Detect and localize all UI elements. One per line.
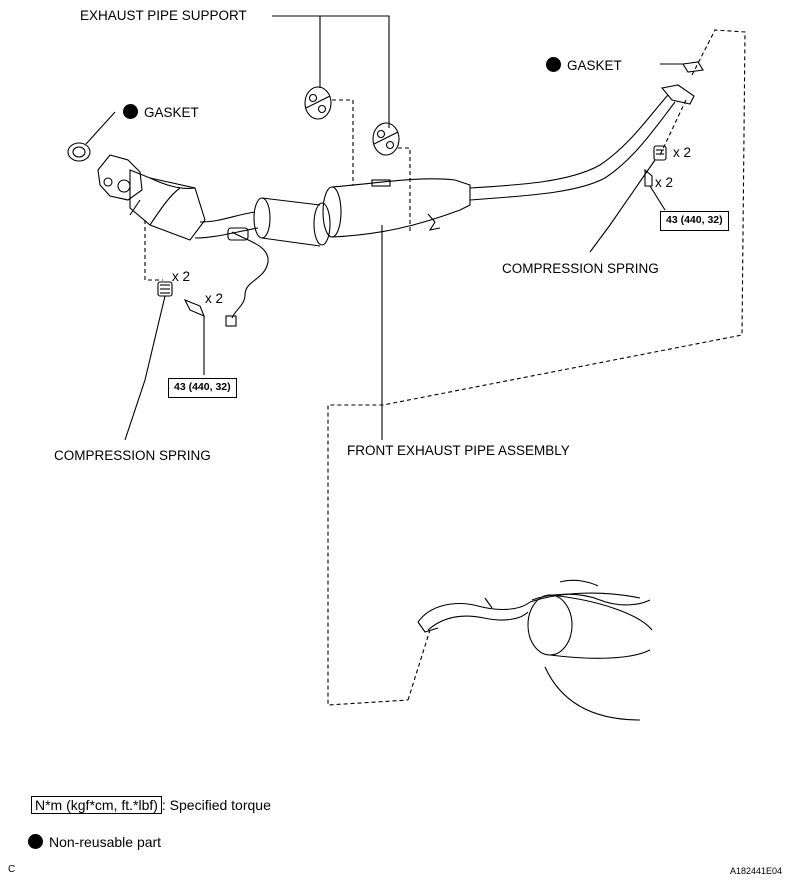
- torque-legend-desc: : Specified torque: [161, 797, 271, 813]
- compression-spring-left-label: COMPRESSION SPRING: [54, 448, 211, 463]
- right-gasket: [660, 61, 704, 73]
- gasket-right-text: GASKET: [567, 58, 622, 73]
- front-exhaust-pipe-assembly-label: FRONT EXHAUST PIPE ASSEMBLY: [347, 443, 570, 458]
- compression-spring-right-label: COMPRESSION SPRING: [502, 261, 659, 276]
- nonreusable-legend-text: Non-reusable part: [49, 834, 162, 850]
- torque-right: 43 (440, 32): [660, 211, 729, 231]
- support-leader-lines: [272, 15, 390, 128]
- nonreusable-dot-icon: [546, 57, 561, 72]
- left-bolt-qty: x 2: [205, 291, 224, 306]
- oxygen-sensor-wire: [225, 227, 269, 327]
- dashed-guides: [144, 29, 746, 706]
- nonreusable-dot-icon: [123, 104, 138, 119]
- rear-flange: [660, 84, 695, 105]
- center-muffler-front: [253, 197, 331, 247]
- left-compression-spring: [124, 281, 173, 441]
- gasket-right-label: GASKET: [546, 57, 622, 73]
- front-flange: [97, 154, 143, 201]
- figure-id: A182441E04: [730, 866, 783, 876]
- nonreusable-legend: Non-reusable part: [28, 834, 161, 849]
- gasket-left-text: GASKET: [144, 105, 199, 120]
- exhaust-support-left: [304, 86, 332, 120]
- corner-letter: C: [8, 864, 16, 875]
- right-bolt: [644, 168, 666, 211]
- right-spring-qty: x 2: [673, 145, 692, 160]
- vehicle-underside-sketch: [417, 579, 653, 721]
- left-spring-qty: x 2: [172, 269, 191, 284]
- center-muffler-main: [322, 178, 471, 238]
- exhaust-pipe-support-label: EXHAUST PIPE SUPPORT: [80, 8, 247, 23]
- nonreusable-dot-icon: [28, 834, 43, 849]
- left-bolt: [183, 298, 206, 375]
- torque-left: 43 (440, 32): [168, 378, 237, 398]
- torque-unit-box: N*m (kgf*cm, ft.*lbf): [31, 796, 162, 814]
- rear-pipe: [427, 94, 676, 231]
- exhaust-support-right: [372, 122, 400, 156]
- right-compression-spring: [589, 145, 667, 253]
- catalytic-converter: [129, 169, 206, 241]
- right-bolt-qty: x 2: [655, 175, 674, 190]
- gasket-left-label: GASKET: [123, 104, 199, 120]
- torque-legend: N*m (kgf*cm, ft.*lbf): Specified torque: [31, 796, 271, 814]
- front-pipe: [194, 211, 259, 239]
- left-gasket: [67, 111, 116, 162]
